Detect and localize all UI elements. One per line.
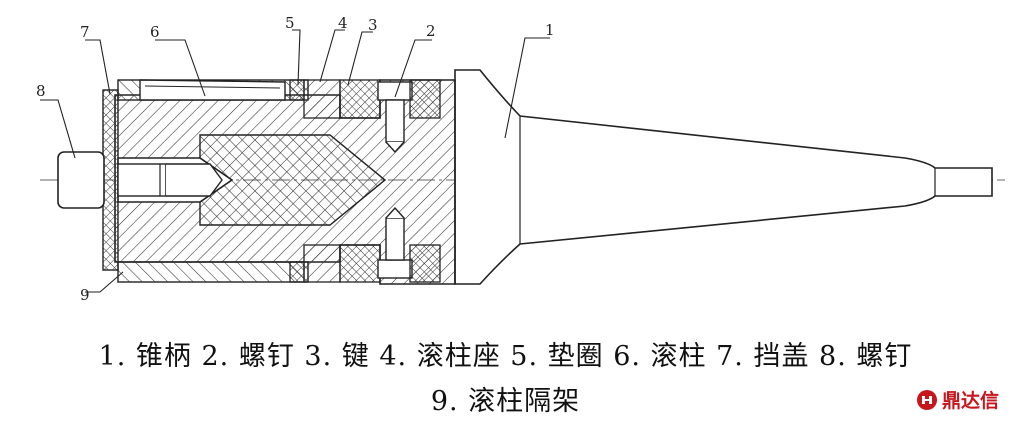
callout-5: 5 (285, 14, 295, 32)
callout-4: 4 (338, 14, 348, 32)
callout-3: 3 (368, 16, 378, 34)
key-top (339, 79, 381, 119)
screw-top (377, 79, 441, 154)
callout-8: 8 (36, 82, 46, 100)
taper-shank (454, 69, 993, 285)
roller-seat-top (303, 79, 341, 119)
callout-7: 7 (80, 23, 90, 41)
watermark-text: 鼎达信 (941, 390, 999, 412)
brand-logo-icon (916, 389, 937, 410)
washer-top (289, 79, 305, 101)
tool-holder-drawing: 1 2 3 4 5 6 7 8 9 (36, 14, 1005, 304)
callout-6: 6 (150, 23, 160, 41)
roller-cage-bottom (117, 261, 309, 283)
watermark: 鼎达信 (916, 386, 999, 413)
callout-9: 9 (80, 286, 90, 304)
roller-seat-bottom (303, 244, 341, 283)
roller-top (139, 79, 286, 101)
caption-line-2: 9. 滚柱隔架 (430, 386, 581, 417)
key-bottom (339, 244, 381, 283)
washer-bottom (289, 261, 305, 283)
leader-lines (40, 29, 550, 293)
callout-1: 1 (545, 21, 555, 39)
end-screw (57, 151, 223, 209)
caption-line-1: 1. 锥柄 2. 螺钉 3. 键 4. 滚柱座 5. 垫圈 6. 滚柱 7. 挡… (98, 341, 913, 372)
callout-2: 2 (426, 22, 436, 40)
screw-bottom (377, 206, 441, 283)
end-cap (102, 89, 119, 271)
roller-top-line (144, 85, 281, 89)
